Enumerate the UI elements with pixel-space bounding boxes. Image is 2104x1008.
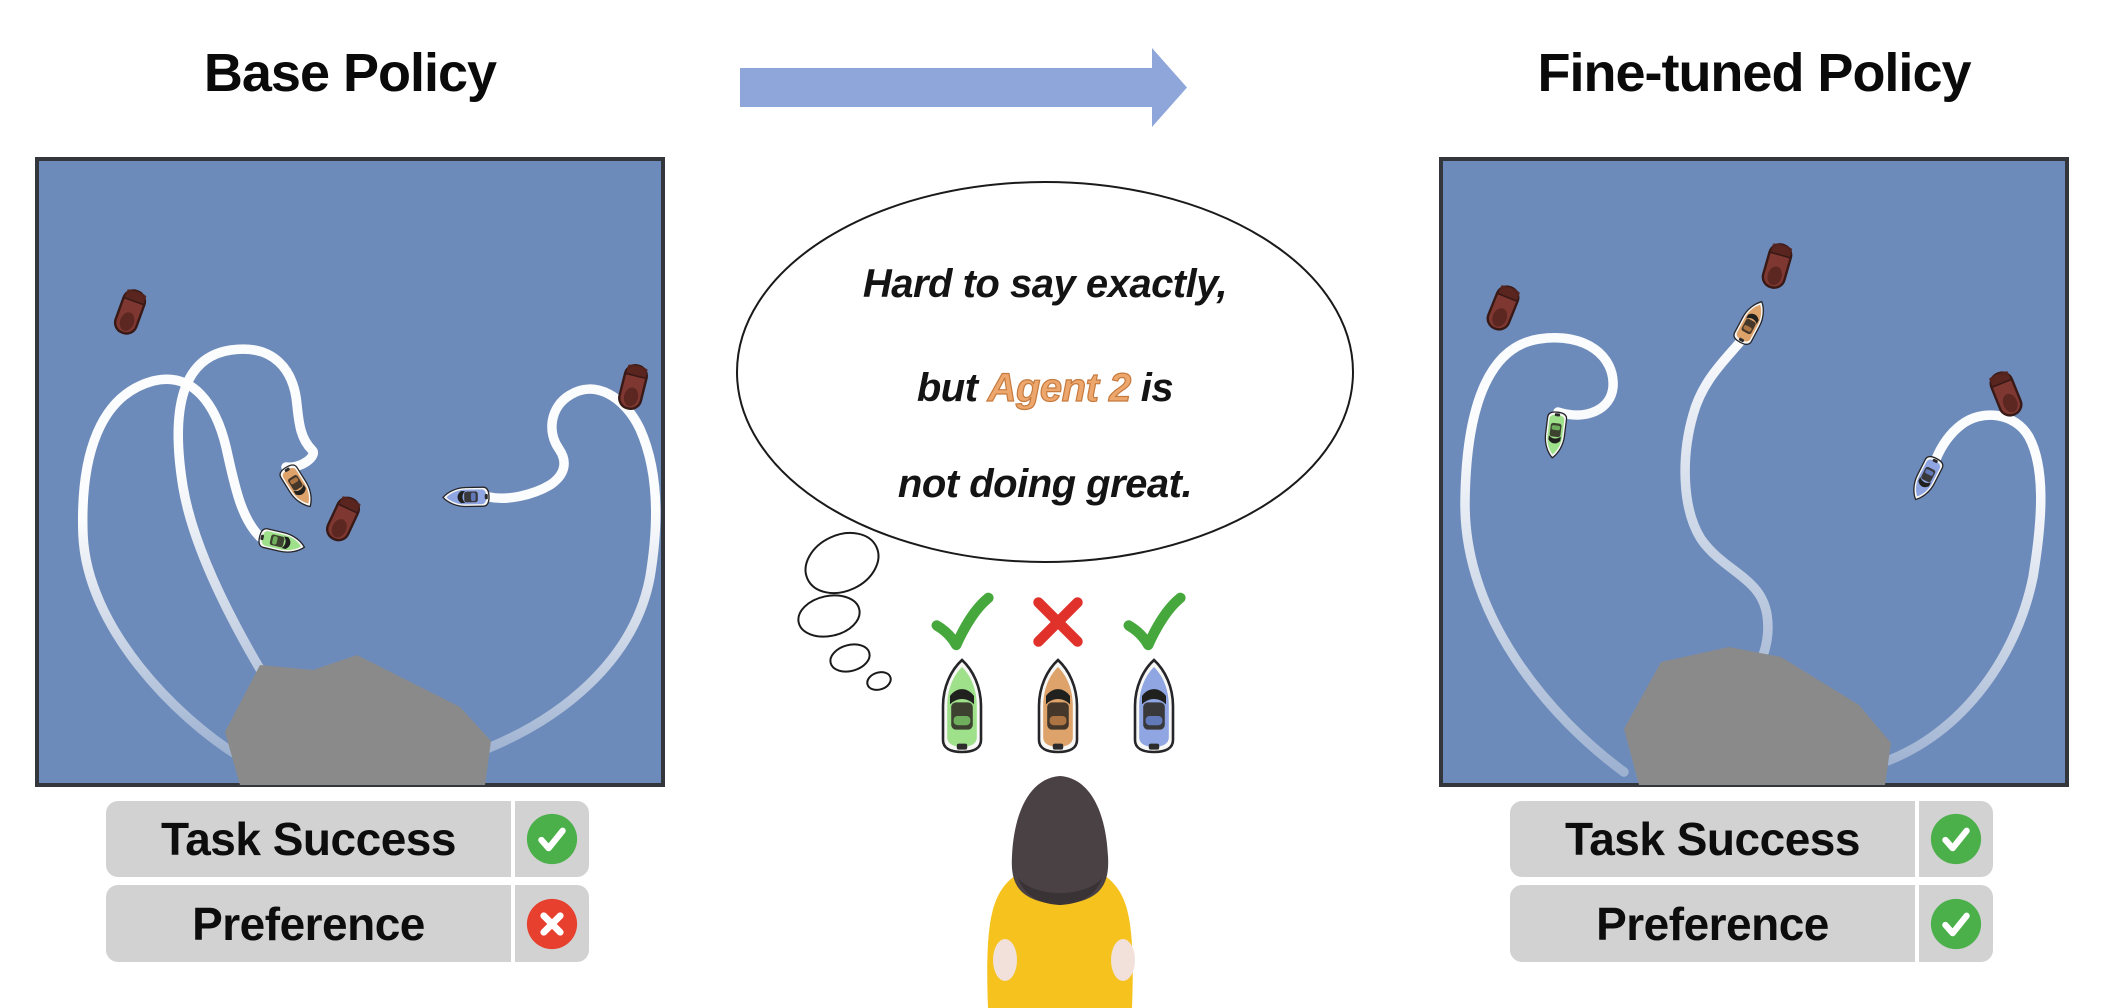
thought-text-line1: Hard to say exactly,: [862, 262, 1228, 306]
boat-verdict-agent-1: [941, 658, 983, 754]
boat-agent-1: [1544, 411, 1568, 459]
thought-bubble-outline: [736, 181, 1354, 563]
person-left-hand: [993, 939, 1017, 981]
finetuned-task-success-row: Task Success: [1510, 801, 1993, 877]
status-icon-section: [1919, 885, 1993, 962]
boat-verdict-agent-3: [1133, 658, 1175, 754]
thought-text-line3: not doing great.: [897, 462, 1193, 506]
buoy-icon: [1486, 285, 1520, 331]
base-preference-icon: [526, 898, 578, 949]
finetuned-policy-sim-panel: [1439, 157, 2069, 787]
thought-text-line2-post: is: [1140, 366, 1174, 410]
status-icon-section: [515, 885, 589, 962]
boat-verdict-agent-2: [1037, 658, 1079, 754]
rock-obstacle: [1624, 647, 1891, 785]
thought-trail-bubble-icon: [804, 531, 880, 595]
base-preference-row: Preference: [106, 885, 589, 962]
buoy-icon: [113, 289, 147, 335]
base-task-success-icon: [526, 813, 578, 865]
boat-agent-1: [258, 528, 306, 553]
person-right-hand: [1111, 939, 1135, 981]
check-mark-icon: [1123, 592, 1186, 651]
buoy-icon: [1989, 371, 2023, 417]
boat-trajectory: [173, 344, 320, 762]
base-task-success-row: Task Success: [106, 801, 589, 877]
finetuned-preference-row: Preference: [1510, 885, 1993, 962]
person-shirt: [987, 863, 1133, 1008]
right-arrow-shape: [740, 48, 1187, 127]
boat-agent-2: [1733, 300, 1764, 345]
status-label: Task Success: [1510, 801, 1915, 877]
agent-verdicts: [931, 592, 1186, 754]
buoy-icon: [1761, 243, 1793, 289]
status-label: Preference: [106, 885, 511, 962]
finetuned-preference-icon: [1930, 898, 1982, 949]
base-policy-sim-panel: [35, 157, 665, 787]
boat-trajectory: [460, 384, 661, 762]
thought-trail-bubble-icon: [829, 643, 871, 673]
boat-trajectory: [77, 374, 265, 762]
cross-mark-icon: [1033, 597, 1083, 647]
status-icon-section: [1919, 801, 1993, 877]
person-hair-shadow: [1018, 878, 1102, 905]
human-evaluator: [987, 776, 1135, 1008]
boat-trajectory: [1864, 410, 2046, 772]
finetuned-policy-title: Fine-tuned Policy: [1537, 43, 1971, 103]
base-policy-title: Base Policy: [203, 43, 497, 103]
finetuned-task-success-icon: [1930, 813, 1982, 865]
boat-agent-2: [279, 464, 312, 508]
thought-trail-bubble-icon: [866, 671, 892, 691]
thought-trail-bubble-icon: [797, 594, 861, 638]
person-hair: [1011, 776, 1109, 905]
status-icon-section: [515, 801, 589, 877]
boat-agent-3: [442, 486, 490, 508]
thought-bubble: [736, 181, 1354, 691]
agent-2-reference: Agent 2: [987, 365, 1132, 410]
boat-agent-3: [1913, 456, 1944, 501]
check-mark-icon: [931, 592, 994, 651]
status-label: Preference: [1510, 885, 1915, 962]
status-label: Task Success: [106, 801, 511, 877]
rock-obstacle: [225, 655, 491, 785]
boat-trajectory: [1460, 333, 1629, 777]
buoy-icon: [618, 364, 648, 410]
transition-arrow-icon: [740, 48, 1187, 127]
buoy-icon: [325, 496, 361, 542]
thought-text-line2-pre: but: [916, 366, 978, 410]
